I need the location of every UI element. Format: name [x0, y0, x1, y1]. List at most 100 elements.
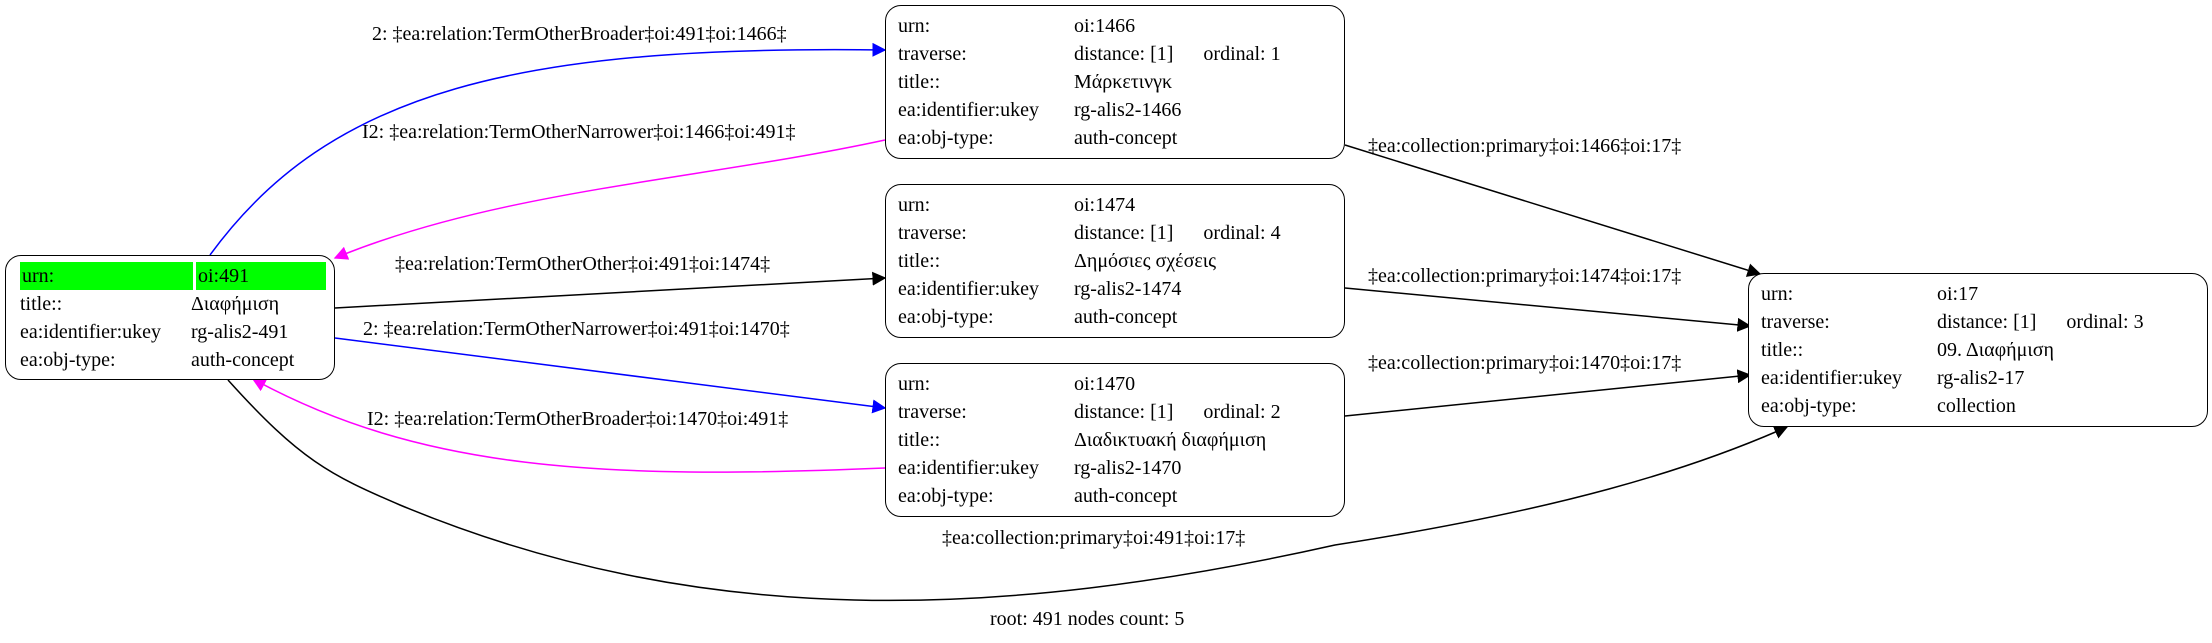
- edge-label-1470-491: I2: ‡ea:relation:TermOtherBroader‡oi:147…: [367, 408, 789, 430]
- node-row-traverse: traverse: distance: [1] ordinal: 2: [898, 398, 1332, 426]
- node-value-ordinal: ordinal: 3: [2066, 311, 2144, 333]
- edge-label-491-1466: 2: ‡ea:relation:TermOtherBroader‡oi:491‡…: [372, 23, 787, 45]
- node-row-ukey: ea:identifier:ukey rg-alis2-491: [18, 318, 322, 346]
- node-key-ukey: ea:identifier:ukey: [898, 99, 1040, 121]
- node-key-traverse: traverse:: [898, 401, 967, 423]
- node-row-traverse: traverse: distance: [1] ordinal: 1: [898, 40, 1332, 68]
- node-key-urn: urn:: [898, 194, 931, 216]
- node-key-ukey: ea:identifier:ukey: [20, 321, 162, 343]
- node-key-objtype: ea:obj-type:: [1761, 395, 1857, 417]
- node-key-title: title::: [1761, 339, 1804, 361]
- node-value-urn: oi:1466: [1074, 15, 1136, 37]
- edge-label-1470-17: ‡ea:collection:primary‡oi:1470‡oi:17‡: [1368, 352, 1682, 374]
- node-value-objtype: auth-concept: [1074, 127, 1178, 149]
- edge-491-to-17: [227, 379, 1789, 602]
- edge-label-491-17: ‡ea:collection:primary‡oi:491‡oi:17‡: [942, 527, 1246, 549]
- edge-label-1474-17: ‡ea:collection:primary‡oi:1474‡oi:17‡: [1368, 265, 1682, 287]
- node-key-title: title::: [898, 71, 941, 93]
- node-value-distance: distance: [1]: [1074, 401, 1174, 423]
- edge-1466-to-491: [333, 139, 886, 260]
- node-row-objtype: ea:obj-type: auth-concept: [898, 303, 1332, 331]
- node-value-title: Μάρκετινγκ: [1074, 71, 1173, 93]
- node-key-title: title::: [20, 293, 63, 315]
- node-row-urn: urn: oi:1466: [898, 12, 1332, 40]
- node-value-distance: distance: [1]: [1937, 311, 2037, 333]
- node-key-traverse: traverse:: [898, 43, 967, 65]
- node-row-urn: urn: oi:491: [18, 262, 326, 290]
- node-value-title: Δημόσιες σχέσεις: [1074, 250, 1217, 272]
- node-value-urn: oi:17: [1937, 283, 1979, 305]
- edge-label-1466-491: I2: ‡ea:relation:TermOtherNarrower‡oi:14…: [362, 121, 796, 143]
- edge-label-491-1470: 2: ‡ea:relation:TermOtherNarrower‡oi:491…: [363, 318, 790, 340]
- edge-1474-to-17: [1344, 287, 1752, 332]
- node-row-objtype: ea:obj-type: collection: [1761, 392, 2195, 420]
- node-key-urn: urn:: [1761, 283, 1794, 305]
- node-row-title: title:: Διαφήμιση: [18, 290, 322, 318]
- edge-491-to-1474: [334, 271, 887, 309]
- node-value-objtype: auth-concept: [1074, 485, 1178, 507]
- edge-1466-to-17: [1344, 144, 1762, 277]
- node-1470[interactable]: urn: oi:1470 traverse: distance: [1] ordina…: [885, 363, 1345, 517]
- node-value-ordinal: ordinal: 1: [1203, 43, 1281, 65]
- node-1474[interactable]: urn: oi:1474 traverse: distance: [1] ordina…: [885, 184, 1345, 338]
- node-row-objtype: ea:obj-type: auth-concept: [898, 482, 1332, 510]
- node-key-objtype: ea:obj-type:: [898, 485, 994, 507]
- edge-label-491-1474: ‡ea:relation:TermOtherOther‡oi:491‡oi:14…: [395, 253, 771, 275]
- node-row-objtype: ea:obj-type: auth-concept: [898, 124, 1332, 152]
- node-row-ukey: ea:identifier:ukey rg-alis2-1470: [898, 454, 1332, 482]
- node-key-title: title::: [898, 250, 941, 272]
- node-row-title: title::Δημόσιες σχέσεις: [898, 247, 1332, 275]
- graph-caption: root: 491 nodes count: 5: [990, 608, 1185, 630]
- edge-491-to-1470: [334, 337, 887, 414]
- node-17[interactable]: urn: oi:17 traverse: distance: [1] ordinal:…: [1748, 273, 2208, 427]
- node-row-title: title::Διαδικτυακή διαφήμιση: [898, 426, 1332, 454]
- node-key-objtype: ea:obj-type:: [20, 349, 116, 371]
- node-key-traverse: traverse:: [1761, 311, 1830, 333]
- node-row-ukey: ea:identifier:ukey rg-alis2-17: [1761, 364, 2195, 392]
- node-row-title: title::09. Διαφήμιση: [1761, 336, 2195, 364]
- node-value-ordinal: ordinal: 2: [1203, 401, 1281, 423]
- node-value-distance: distance: [1]: [1074, 43, 1174, 65]
- node-value-ukey: rg-alis2-1470: [1074, 457, 1182, 479]
- node-row-title: title::Μάρκετινγκ: [898, 68, 1332, 96]
- node-row-ukey: ea:identifier:ukey rg-alis2-1474: [898, 275, 1332, 303]
- node-row-traverse: traverse: distance: [1] ordinal: 3: [1761, 308, 2195, 336]
- node-value-title: 09. Διαφήμιση: [1937, 339, 2054, 361]
- node-value-ukey: rg-alis2-1466: [1074, 99, 1182, 121]
- node-value-ordinal: ordinal: 4: [1203, 222, 1281, 244]
- edge-491-to-1466: [209, 42, 887, 256]
- node-row-objtype: ea:obj-type: auth-concept: [18, 346, 322, 374]
- node-key-objtype: ea:obj-type:: [898, 127, 994, 149]
- node-value-title: Διαδικτυακή διαφήμιση: [1074, 429, 1267, 451]
- edge-1470-to-491: [251, 378, 886, 473]
- node-row-ukey: ea:identifier:ukey rg-alis2-1466: [898, 96, 1332, 124]
- node-value-urn: oi:1470: [1074, 373, 1136, 395]
- edge-label-1466-17: ‡ea:collection:primary‡oi:1466‡oi:17‡: [1368, 135, 1682, 157]
- node-key-urn: urn:: [898, 15, 931, 37]
- node-key-traverse: traverse:: [898, 222, 967, 244]
- node-value-ukey: rg-alis2-1474: [1074, 278, 1182, 300]
- node-key-ukey: ea:identifier:ukey: [898, 457, 1040, 479]
- node-value-title: Διαφήμιση: [191, 293, 280, 315]
- node-row-traverse: traverse: distance: [1] ordinal: 4: [898, 219, 1332, 247]
- node-row-urn: urn: oi:1474: [898, 191, 1332, 219]
- node-key-urn: urn:: [20, 262, 193, 290]
- edge-1470-to-17: [1344, 369, 1752, 417]
- node-key-ukey: ea:identifier:ukey: [1761, 367, 1903, 389]
- node-value-urn: oi:1474: [1074, 194, 1136, 216]
- node-key-ukey: ea:identifier:ukey: [898, 278, 1040, 300]
- node-value-objtype: auth-concept: [191, 349, 295, 371]
- node-row-urn: urn: oi:17: [1761, 280, 2195, 308]
- node-value-objtype: collection: [1937, 395, 2016, 417]
- node-value-objtype: auth-concept: [1074, 306, 1178, 328]
- node-value-ukey: rg-alis2-17: [1937, 367, 2025, 389]
- node-root-491[interactable]: urn: oi:491 title:: Διαφήμιση ea:identif…: [5, 255, 335, 380]
- node-key-objtype: ea:obj-type:: [898, 306, 994, 328]
- node-row-urn: urn: oi:1470: [898, 370, 1332, 398]
- node-key-title: title::: [898, 429, 941, 451]
- node-value-distance: distance: [1]: [1074, 222, 1174, 244]
- node-key-urn: urn:: [898, 373, 931, 395]
- node-value-ukey: rg-alis2-491: [191, 321, 289, 343]
- node-1466[interactable]: urn: oi:1466 traverse: distance: [1] ordina…: [885, 5, 1345, 159]
